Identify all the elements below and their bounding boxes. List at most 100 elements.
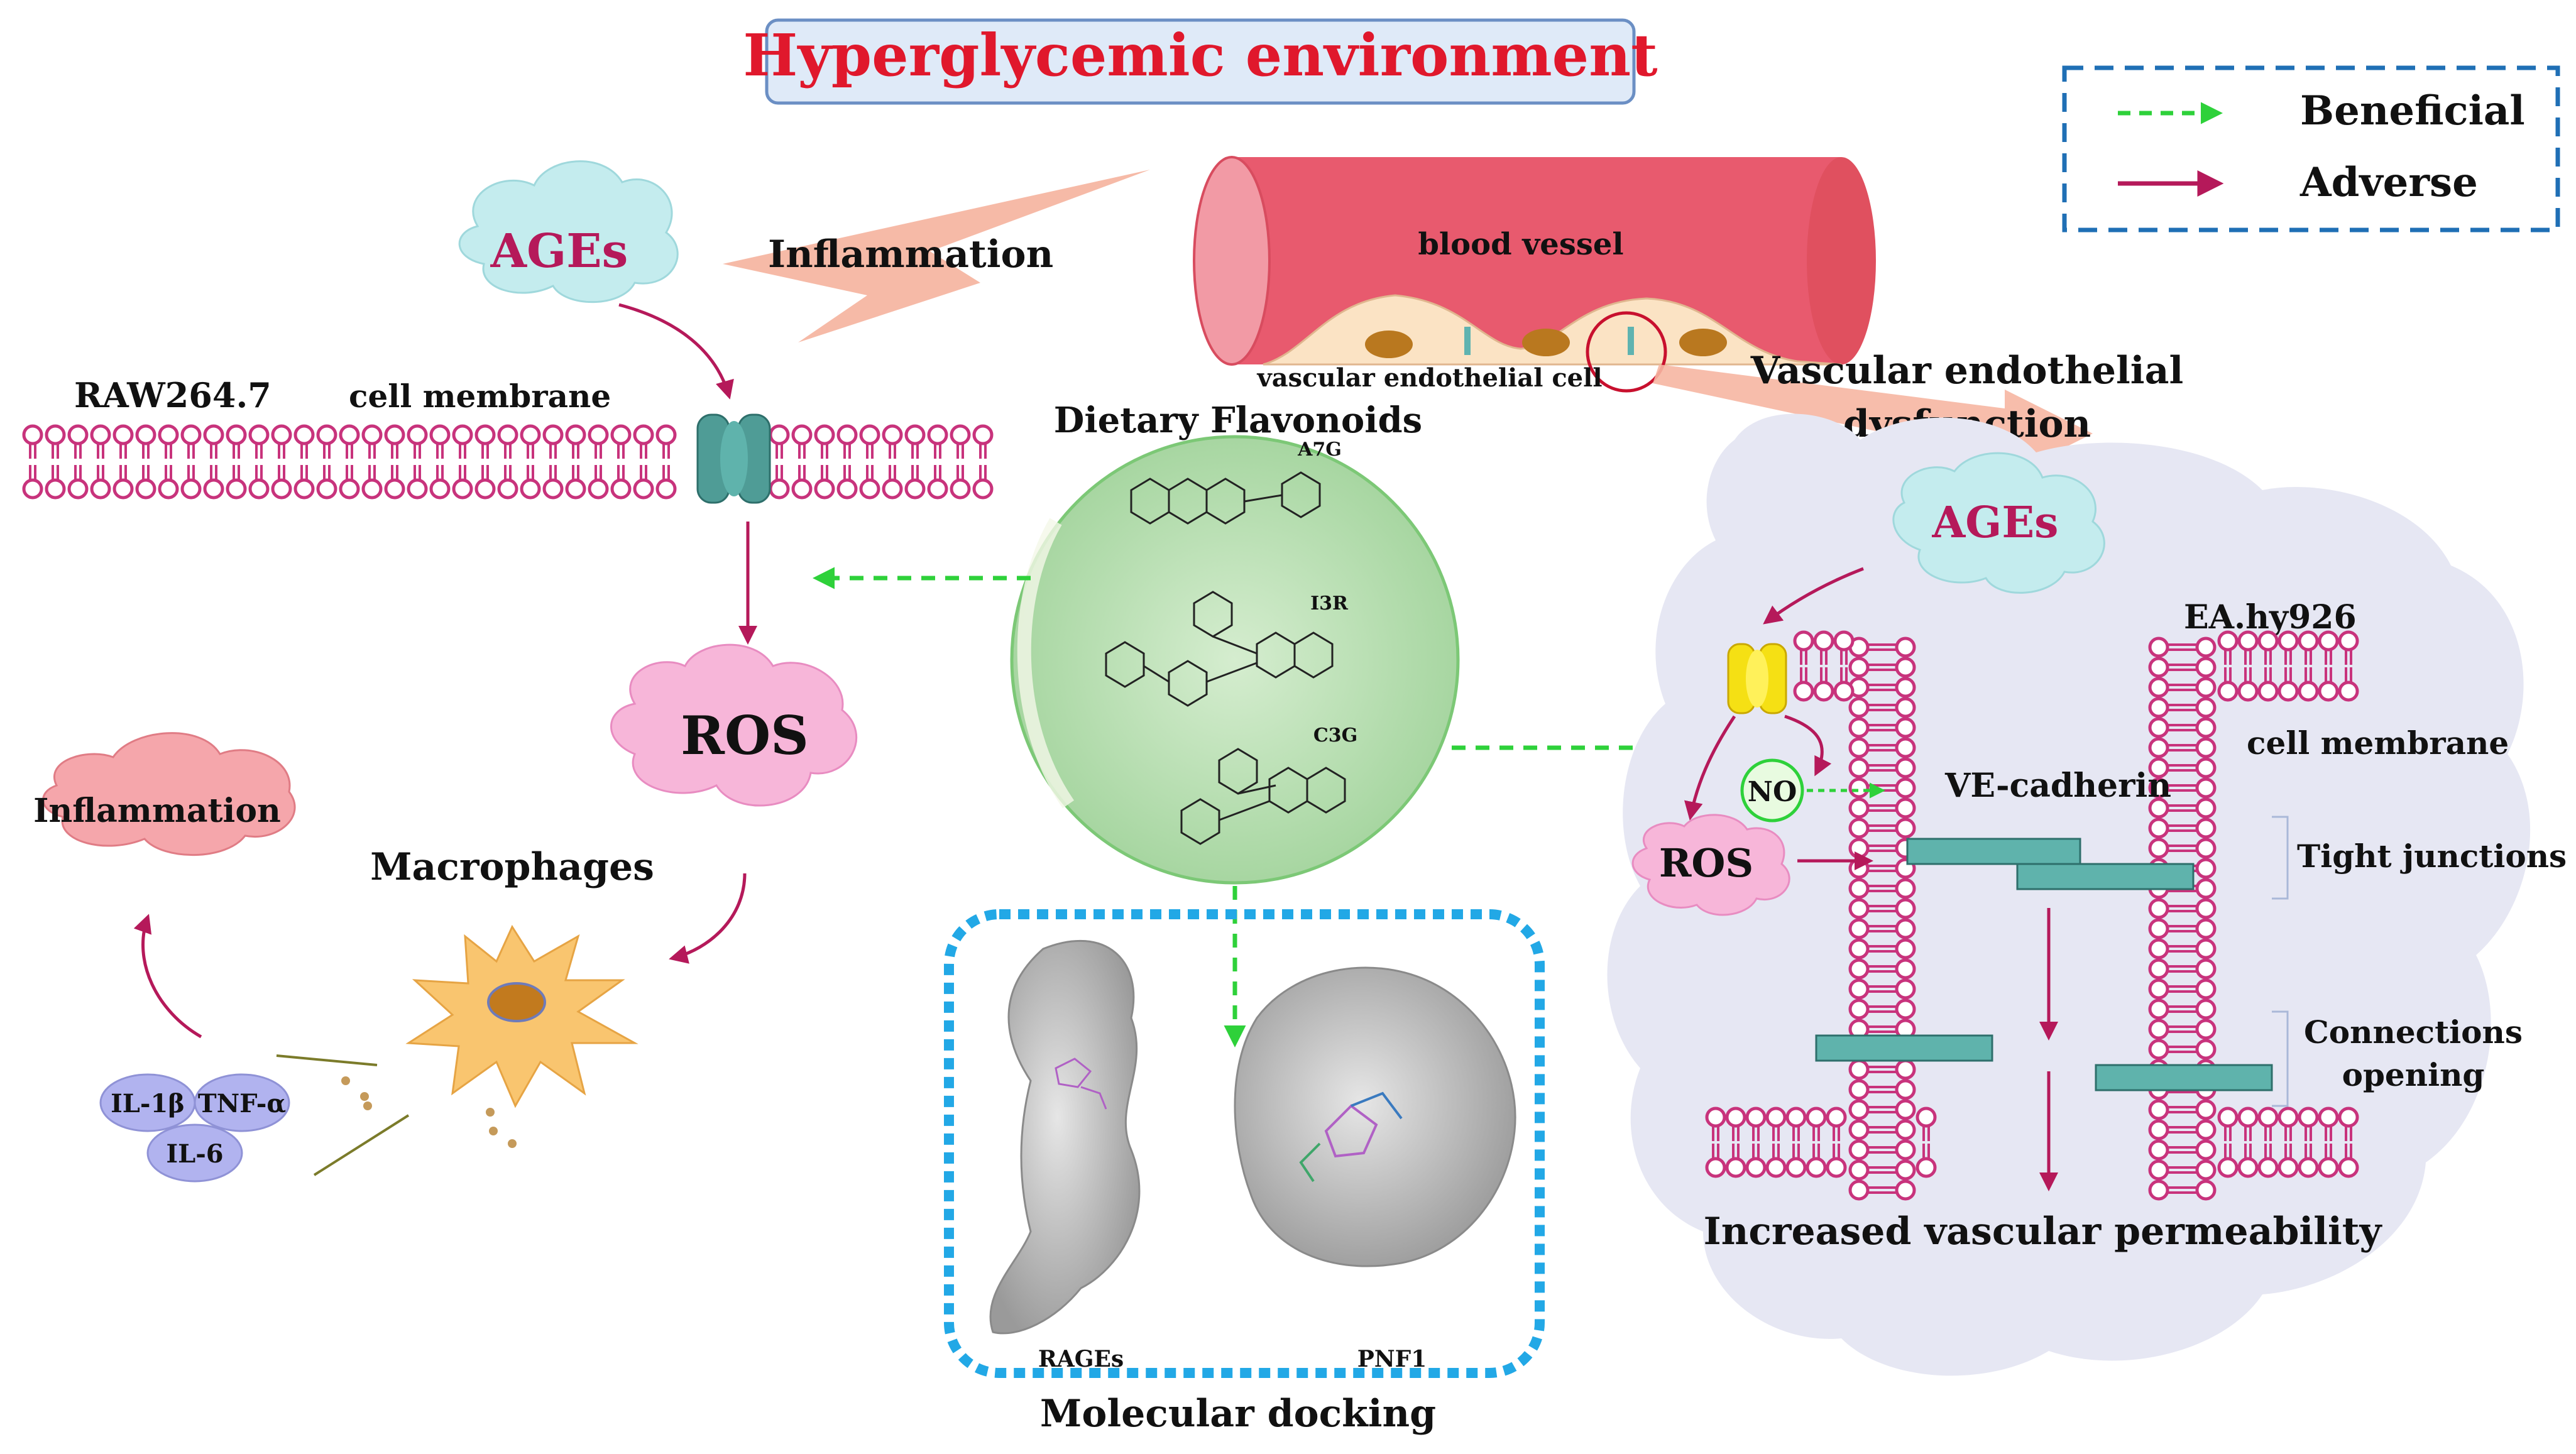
lipid-head [612,426,630,459]
legend: Beneficial Adverse [2062,65,2560,232]
connections-label-line1: Connections [2304,1014,2523,1051]
lipid-head [114,465,132,498]
lipid-head [295,426,313,459]
lipid-head [341,426,358,459]
left-ages-label: AGEs [490,224,628,278]
tight-junctions-bracket [2272,816,2289,900]
lipid-head [24,426,41,459]
lipid-head [544,426,562,459]
lipid-head [431,426,449,459]
dysfunction-label-line1: Vascular endothelial [1750,349,2184,393]
left-ages-to-receptor-arrow [618,303,734,400]
lipid-head [250,426,268,459]
lipid-head [544,465,562,498]
lipid-head [635,426,652,459]
lipid-head [114,426,132,459]
lipid-head [408,426,426,459]
cytokines: IL-1β TNF-α IL-6 [99,1073,290,1183]
lipid-head [770,426,788,459]
lipid-head [793,465,811,498]
lipid-head [838,465,856,498]
rages-label: RAGEs [1038,1346,1124,1372]
legend-adverse-label: Adverse [2299,159,2478,206]
rages-protein [989,939,1141,1335]
i3r-structure [1105,591,1334,707]
lipid-head [929,465,946,498]
lipid-head [861,426,879,459]
receptor-to-no-arrow [1784,714,1832,777]
lipid-head [861,465,879,498]
left-inflammation-label: Inflammation [33,792,281,830]
rages-ligand [1055,1058,1107,1110]
lipid-head [657,465,675,498]
secretion-dots [341,1076,517,1148]
i3r-label: I3R [1310,593,1349,615]
docking-box [944,909,1545,1378]
lipid-head [273,426,290,459]
connections-bracket [2272,1010,2289,1107]
lipid-head [793,426,811,459]
lipid-head [567,426,584,459]
lipid-head [770,465,788,498]
lipid-head [47,426,64,459]
a7g-structure [1130,471,1321,525]
lipid-head [884,426,901,459]
lipid-head [318,426,336,459]
left-inflammation-cloud: Inflammation [33,732,296,856]
lipid-head [273,465,290,498]
pnf1-protein [1234,966,1516,1267]
vascular-endothelial-cell-label: vascular endothelial cell [1256,363,1602,393]
lipid-head [499,465,517,498]
left-membrane [24,426,992,498]
lipid-head [454,465,471,498]
lipid-head [454,426,471,459]
lipid-head [476,465,494,498]
tight-junction-bars [1815,838,2273,1091]
lipid-head [499,426,517,459]
right-ages-cloud: AGEs [1892,452,2105,594]
lipid-head [635,465,652,498]
lipid-head [363,426,381,459]
c3g-label: C3G [1313,724,1357,746]
lipid-head [137,426,155,459]
cytokines-to-inflammation-arrow [133,914,202,1039]
lipid-head [838,426,856,459]
pnf1-ligand [1299,1091,1403,1183]
lipid-head [182,465,200,498]
lipid-head [974,426,992,459]
lipid-head [341,465,358,498]
no-label: NO [1748,776,1797,808]
lipid-head [92,426,109,459]
title-text: Hyperglycemic environment [743,21,1658,89]
flavonoid-sphere [1010,435,1460,885]
lipid-head [205,465,222,498]
title-box: Hyperglycemic environment [743,18,1658,105]
increased-permeability-label: Increased vascular permeability [1704,1210,2383,1254]
lipid-head [69,465,87,498]
lipid-head [816,465,833,498]
left-receptor-channel [696,413,771,504]
lipid-head [182,426,200,459]
lipid-head [137,465,155,498]
lipid-head [929,426,946,459]
lipid-head [47,465,64,498]
lipid-head [522,426,539,459]
left-cell-membrane-label: cell membrane [349,378,611,415]
left-ros-cloud: ROS [610,643,858,807]
blood-vessel: blood vessel vascular endothelial cell [1193,156,1876,393]
lipid-head [408,465,426,498]
lipid-head [431,465,449,498]
raw-label: RAW264.7 [74,375,271,415]
il1b-label: IL-1β [111,1089,185,1118]
il6-label: IL-6 [166,1139,223,1169]
macrophages-label: Macrophages [370,845,654,889]
lipid-head [951,426,969,459]
legend-beneficial-label: Beneficial [2300,87,2525,134]
lipid-head [816,426,833,459]
tnfa-label: TNF-α [198,1089,286,1118]
right-ros-label: ROS [1659,840,1753,886]
lipid-head [884,465,901,498]
lipid-head [160,465,177,498]
c3g-structure [1180,748,1346,845]
